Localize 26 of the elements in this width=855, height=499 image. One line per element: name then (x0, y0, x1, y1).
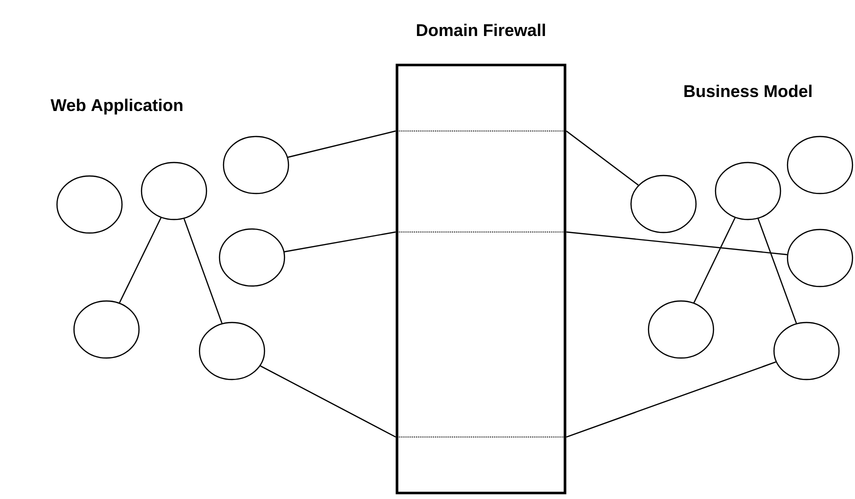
connector-line (284, 231, 396, 252)
circle-node (218, 228, 286, 287)
connector-line (566, 130, 639, 186)
group-label: Business Model (684, 84, 812, 98)
connector-line (260, 365, 396, 438)
circle-node (714, 162, 782, 220)
node-label: Domain Firewall (416, 24, 545, 36)
group-label: Web Application (50, 98, 182, 115)
connector-line (693, 218, 736, 303)
circle-node (786, 136, 854, 194)
connector-line (183, 218, 223, 324)
circle-node (222, 136, 290, 194)
circle-node (630, 174, 697, 234)
connector-line (566, 361, 776, 438)
circle-node (773, 322, 840, 380)
circle-node (73, 300, 140, 359)
connector-line (119, 218, 162, 304)
firewall-box: Domain Firewall (396, 24, 566, 494)
connector-line (566, 231, 788, 256)
circle-node (786, 228, 854, 288)
connector-line (758, 218, 797, 324)
circle-node (140, 162, 208, 220)
connector-line (288, 130, 396, 158)
circle-node (198, 322, 266, 380)
circle-node (648, 300, 714, 359)
circle-node (56, 175, 123, 234)
